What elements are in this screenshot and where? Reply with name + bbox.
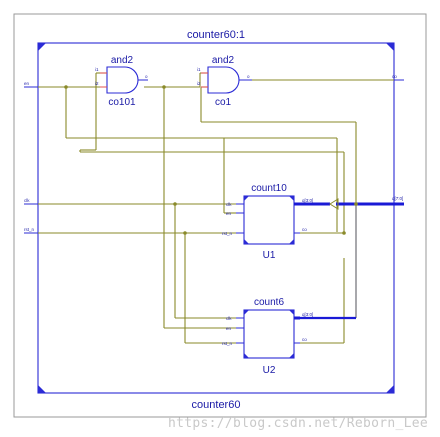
outer-frame [13, 13, 427, 418]
block-corners [244, 196, 294, 244]
pin-label: o [145, 74, 148, 79]
pin-label: clk [226, 202, 232, 207]
svg-text:clk: clk [24, 198, 30, 203]
pin-label: clk [226, 316, 232, 321]
port-co[interactable]: co [392, 74, 404, 81]
corner-markers [38, 43, 394, 393]
pin-label: en [226, 211, 232, 216]
port-en[interactable]: en [24, 81, 38, 88]
pin-label: i2 [197, 81, 201, 86]
pin-label: q[3:0] [302, 198, 313, 203]
block-instance: U2 [263, 365, 276, 376]
block-count10[interactable]: clk en rst_n q[3:0] co count10 U1 [222, 183, 313, 261]
wires [24, 72, 400, 344]
block-corners [244, 310, 294, 358]
module-name: counter60 [192, 399, 241, 411]
svg-text:rst_n: rst_n [24, 227, 35, 232]
watermark-text: https://blog.csdn.net/Reborn_Lee [167, 416, 428, 431]
gate-type-label: and2 [212, 55, 235, 66]
block-count6[interactable]: clk en rst_n q[3:0] co count6 U2 [222, 297, 313, 376]
block-title: count10 [251, 183, 287, 194]
gate-type-label: and2 [111, 55, 134, 66]
pin-label: co [302, 337, 307, 342]
block-instance: U1 [263, 250, 276, 261]
module-title: counter60:1 [187, 29, 245, 41]
pin-label: rst_n [222, 231, 233, 236]
gate-instance-label: co1 [215, 97, 232, 108]
pin-label: i1 [197, 67, 201, 72]
pin-label: en [226, 326, 232, 331]
port-q[interactable]: q[7:0] [392, 196, 404, 206]
junction-dots [64, 85, 358, 235]
gate-instance-label: co101 [108, 97, 136, 108]
output-bus [300, 198, 400, 320]
block-title: count6 [254, 297, 284, 308]
svg-text:co: co [392, 74, 397, 79]
module-box[interactable] [37, 42, 395, 394]
pin-label: o [247, 74, 250, 79]
pin-label: q[3:0] [302, 312, 313, 317]
and-gate-co1[interactable]: i1 i2 o and2 co1 [197, 55, 252, 108]
and-gate-co101[interactable]: i1 i2 o and2 co101 [95, 55, 148, 108]
pin-label: co [302, 227, 307, 232]
svg-text:en: en [24, 81, 30, 86]
pin-label: i2 [95, 81, 99, 86]
pin-label: rst_n [222, 341, 233, 346]
pin-label: i1 [95, 67, 99, 72]
port-clk[interactable]: clk [24, 198, 38, 205]
svg-text:q[7:0]: q[7:0] [392, 196, 403, 201]
port-rst-n[interactable]: rst_n [24, 227, 38, 234]
